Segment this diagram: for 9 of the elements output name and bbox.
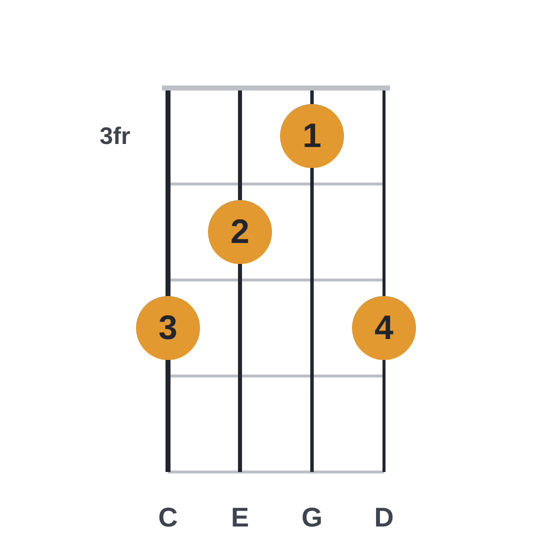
string-name: G: [302, 504, 322, 532]
string-name: D: [374, 504, 394, 532]
finger-number: 3: [158, 311, 178, 345]
finger-number: 2: [230, 215, 250, 249]
fret-position-label: 3fr: [100, 125, 130, 149]
string-name: C: [158, 504, 178, 532]
finger-number: 1: [302, 119, 322, 153]
string-name: E: [231, 504, 249, 532]
finger-number: 4: [374, 311, 394, 345]
